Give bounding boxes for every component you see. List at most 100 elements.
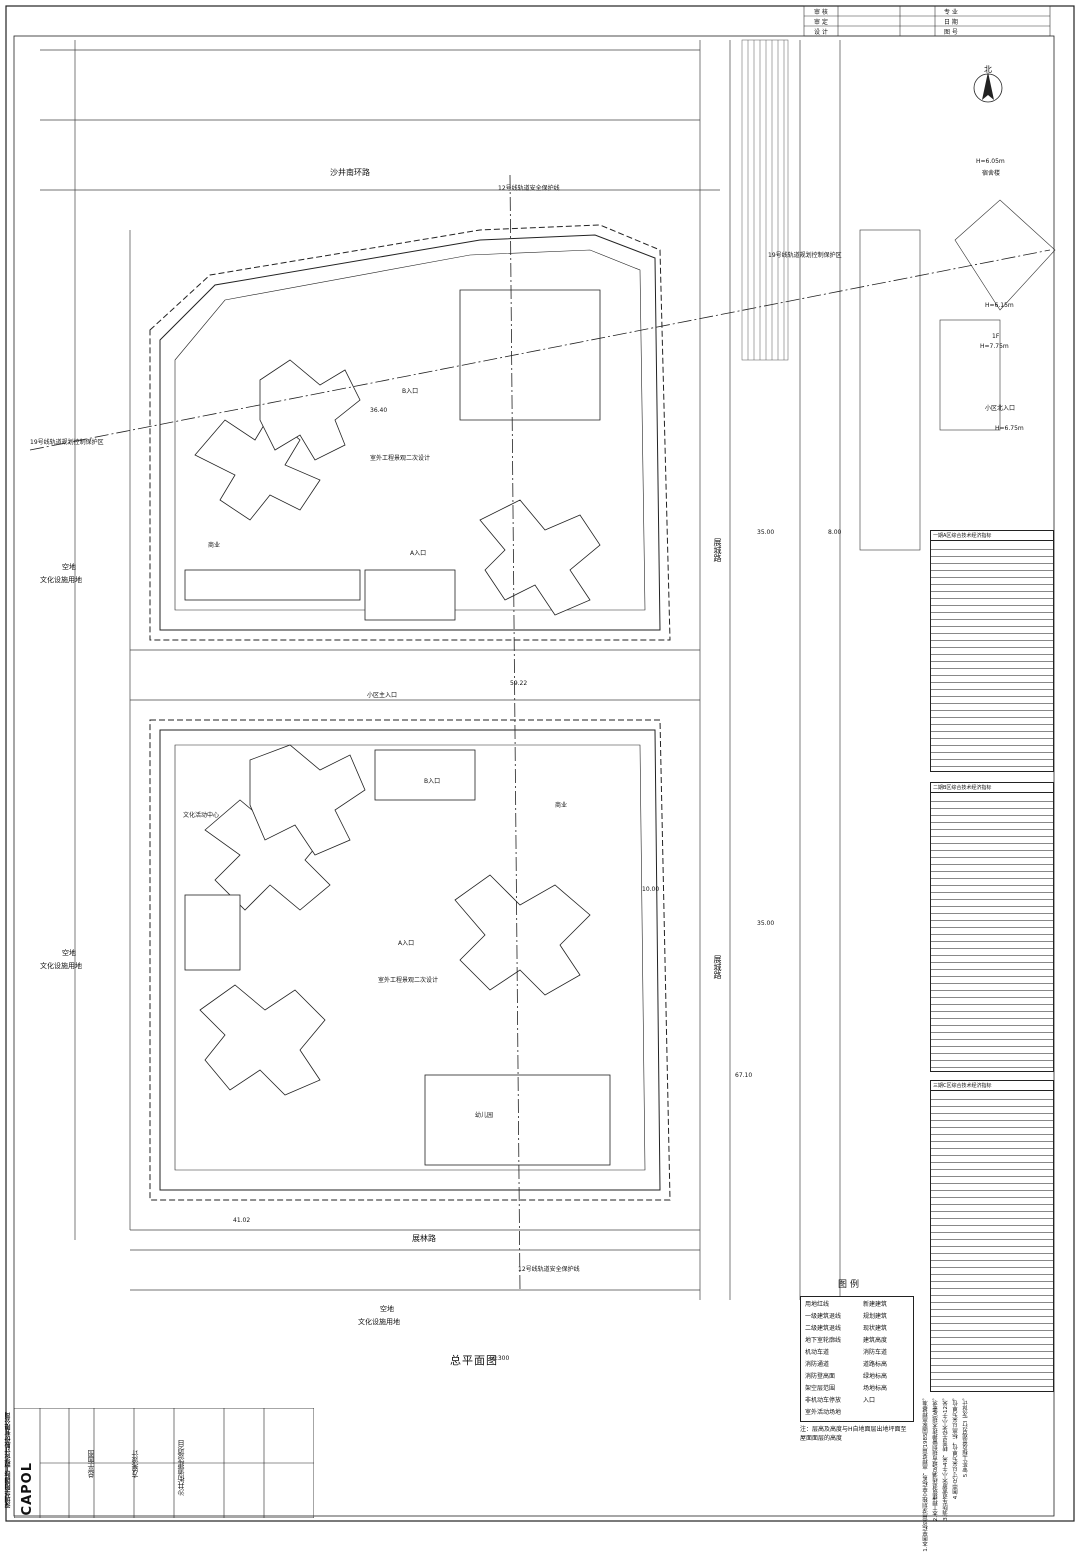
north-block bbox=[149, 224, 671, 641]
plan-scale: 1:300 bbox=[492, 1355, 510, 1362]
legend-left-2: 二级建筑退线 bbox=[805, 1325, 842, 1332]
rail-19-label: 19号线轨道规划控制保护区 bbox=[30, 439, 104, 446]
south-use: 文化设施用地 bbox=[358, 1318, 400, 1326]
drawing-name: 总平面图 bbox=[87, 1450, 95, 1478]
stats-table-3: 三期C区综合技术经济指标 bbox=[930, 1080, 1054, 1392]
right-note-1: 1.本图坐标采用深圳独立坐标系，高程采用1985国家高程基准。 bbox=[923, 1395, 929, 1552]
east-building-entry: 小区北入口 bbox=[985, 405, 1016, 412]
rail-safety-lines bbox=[29, 174, 1051, 1291]
road-east-label-1: 展城路 bbox=[713, 538, 722, 562]
activity-center-label: 文化活动中心 bbox=[183, 812, 220, 819]
legend-row: 地下室轮廓线建筑高度 bbox=[801, 1335, 913, 1348]
legend-left-8: 非机动车停放 bbox=[805, 1397, 842, 1404]
road-east-label-2: 展城路 bbox=[713, 955, 722, 979]
north-arrow bbox=[973, 72, 1003, 103]
rail-hatch bbox=[741, 39, 789, 361]
west-use-1: 文化设施用地 bbox=[40, 576, 82, 584]
legend-right-1: 规划建筑 bbox=[863, 1313, 888, 1320]
legend-title: 图例 bbox=[838, 1280, 863, 1290]
legend-row: 二级建筑退线 现状建筑 bbox=[801, 1323, 913, 1336]
stats-table-1-title: 一期A区综合技术经济指标 bbox=[931, 531, 1053, 541]
legend-box: 用地红线新建建筑 一级建筑退线 规划建筑 二级建筑退线 现状建筑 地下室轮廓线建筑高… bbox=[800, 1296, 914, 1422]
right-notes: 1.本图坐标采用深圳独立坐标系，高程采用1985国家高程基准。 2.本工程建筑退… bbox=[918, 1395, 1054, 1552]
drawing-frame bbox=[13, 35, 1055, 1517]
plan-title: 总平面图 bbox=[450, 1354, 498, 1367]
legend-right-6: 绿地标高 bbox=[863, 1373, 888, 1380]
header-label-2: 审 定 bbox=[814, 19, 828, 26]
rail-12-label: 12号线轨道安全保护线 bbox=[498, 185, 560, 192]
legend-row: 用地红线新建建筑 bbox=[801, 1299, 913, 1312]
dim-4102: 41.02 bbox=[233, 1217, 251, 1224]
stats-table-2-grid bbox=[931, 795, 1053, 1069]
north-block-a-entry: A入口 bbox=[410, 550, 427, 557]
header-label2-3: 图 号 bbox=[944, 29, 958, 36]
west-use-2: 文化设施用地 bbox=[40, 962, 82, 970]
dim-3500-south: 35.00 bbox=[757, 920, 775, 927]
dim-6710: 67.10 bbox=[735, 1072, 753, 1079]
legend-left-7: 架空层范围 bbox=[805, 1385, 836, 1392]
legend-left-4: 机动车道 bbox=[805, 1349, 830, 1356]
east-building-h3: H=6.75m bbox=[995, 425, 1024, 432]
landscape-note-south: 室外工程景观二次设计 bbox=[378, 977, 439, 984]
stats-table-3-title: 三期C区综合技术经济指标 bbox=[931, 1081, 1053, 1091]
kindergarten-label: 幼儿园 bbox=[475, 1112, 494, 1119]
north-block-b-entry: B入口 bbox=[402, 388, 419, 395]
sheet-border bbox=[5, 5, 1075, 1522]
west-empty-1: 空地 bbox=[62, 563, 76, 571]
legend-right-2: 现状建筑 bbox=[863, 1325, 888, 1332]
stats-table-1-grid bbox=[931, 543, 1053, 769]
legend-right-8: 入口 bbox=[863, 1397, 876, 1404]
company-name: 深圳华阳国际工程设计股份有限公司 bbox=[5, 1412, 12, 1508]
stats-table-1: 一期A区综合技术经济指标 bbox=[930, 530, 1054, 772]
stats-table-2: 二期B区综合技术经济指标 bbox=[930, 782, 1054, 1072]
legend-left-9: 室外活动场地 bbox=[805, 1409, 842, 1416]
north-building-h: H=6.05m bbox=[976, 158, 1005, 165]
east-existing-buildings bbox=[859, 199, 1056, 551]
header-label2-1: 专 业 bbox=[944, 9, 958, 16]
right-note-5: 5.室外工程及景观另行二次设计。 bbox=[963, 1395, 969, 1478]
road-south-label: 展林路 bbox=[412, 1234, 436, 1243]
design-stage: 方案设计 bbox=[131, 1450, 139, 1478]
stats-table-3-grid bbox=[931, 1093, 1053, 1389]
north-label: 北 bbox=[984, 65, 992, 74]
legend-row: 消防登高面绿地标高 bbox=[801, 1371, 913, 1384]
right-note-2: 2.本工程建筑退线满足城市规划管理技术规定要求。 bbox=[933, 1395, 939, 1522]
south-empty: 空地 bbox=[380, 1305, 394, 1313]
legend-left-5: 消防通道 bbox=[805, 1361, 830, 1368]
header-label-3: 设 计 bbox=[814, 29, 828, 36]
dim-800: 8.00 bbox=[828, 529, 842, 536]
legend-row: 消防通道道路标高 bbox=[801, 1359, 913, 1372]
south-block-b-entry: B入口 bbox=[424, 778, 441, 785]
dim-3640: 36.40 bbox=[370, 407, 388, 414]
legend-left-1: 一级建筑退线 bbox=[805, 1313, 842, 1320]
header-block-grid bbox=[803, 5, 1051, 37]
legend-row: 室外活动场地 bbox=[801, 1407, 913, 1420]
legend-right-7: 场地标高 bbox=[863, 1385, 888, 1392]
right-note-4: 4.图中尺寸以米为单位，标高以米为单位。 bbox=[953, 1395, 959, 1500]
title-block-grid bbox=[14, 1408, 314, 1518]
west-empty-2: 空地 bbox=[62, 949, 76, 957]
middle-entry-label: 小区主入口 bbox=[367, 692, 398, 699]
legend-row: 机动车道 消防车道 bbox=[801, 1347, 913, 1360]
east-building-1f: 1F bbox=[992, 333, 1000, 340]
stats-table-2-title: 二期B区综合技术经济指标 bbox=[931, 783, 1053, 793]
legend-row: 非机动车停放 入口 bbox=[801, 1395, 913, 1408]
road-network bbox=[40, 40, 841, 1300]
south-block-a-entry: A入口 bbox=[398, 940, 415, 947]
legend-left-0: 用地红线 bbox=[805, 1301, 830, 1308]
legend-note: 注：层高及高度与H自地面层出地坪面至屋面面层的高度 bbox=[800, 1426, 907, 1442]
brand-logo: CAPOL bbox=[20, 1462, 35, 1516]
east-building-h2: H=6.15m bbox=[985, 302, 1014, 309]
south-buildings bbox=[184, 744, 611, 1166]
legend-row: 架空层范围 场地标高 bbox=[801, 1383, 913, 1396]
shop-label-south: 商业 bbox=[555, 802, 568, 809]
shop-label-north: 商业 bbox=[208, 542, 221, 549]
north-buildings bbox=[184, 289, 601, 621]
north-building-type: 宿舍楼 bbox=[982, 170, 1001, 177]
header-label2-2: 日 期 bbox=[944, 19, 958, 26]
rail-19-label-east: 19号线轨道规划控制保护区 bbox=[768, 252, 842, 259]
dim-1000: 10.00 bbox=[642, 886, 660, 893]
legend-right-4: 消防车道 bbox=[863, 1349, 888, 1356]
dim-3500-north: 35.00 bbox=[757, 529, 775, 536]
